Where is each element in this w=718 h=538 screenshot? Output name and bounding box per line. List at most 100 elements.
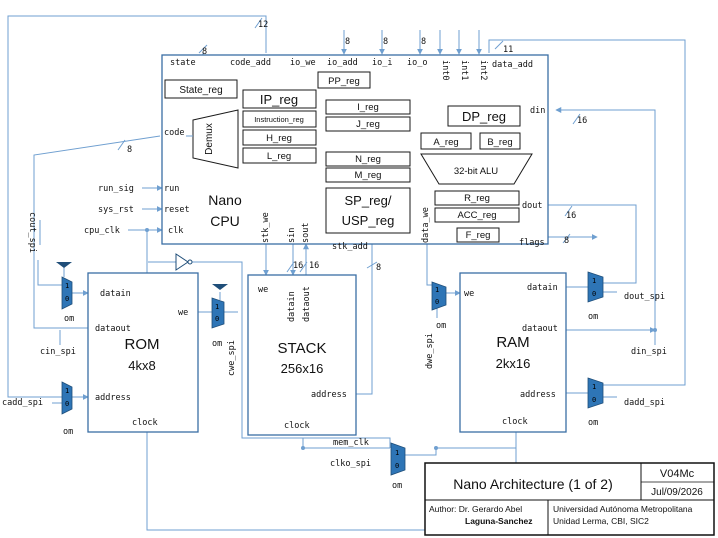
dp-reg: DP_reg [462,109,506,124]
stack-we: we [258,285,268,295]
mux-label-om: om [588,312,598,322]
mux-label-om: om [392,481,402,491]
port-run: run [164,184,179,194]
mux-label-zero: 0 [592,290,596,298]
stack-address: address [311,390,347,400]
rom-we: we [178,308,188,318]
port-stk-we: stk_we [261,212,271,243]
port-din: din [530,106,545,116]
port-int1: int1 [459,60,469,80]
mux-clock: 1 0 om [390,442,406,491]
width-din: 16 [577,116,587,126]
signal-din-spi: din_spi [631,347,667,357]
width-12: 12 [258,20,268,30]
port-code-add: code_add [230,58,271,68]
signal-cout-spi: cout_spi [27,212,37,253]
ram-clock: clock [502,417,528,427]
port-data-we: data_we [421,207,431,243]
width-code: 8 [127,145,132,155]
width-flags: 8 [564,236,569,246]
mux-ram-datain: 1 0 om [587,271,604,322]
n-reg: N_reg [355,154,381,165]
title-block: Nano Architecture (1 of 2) V04Mc Jul/09/… [424,462,715,536]
institution-line1: Universidad Autónoma Metropolitana [553,504,693,514]
width-dout: 16 [566,211,576,221]
h-reg: H_reg [266,133,292,144]
stack-dataout: dataout [302,286,312,322]
ram-block: we datain dataout address clock RAM 2kx1… [459,272,567,433]
port-io-add: io_add [327,58,358,68]
pp-reg: PP_reg [328,76,360,87]
ram-size: 2kx16 [496,356,531,371]
sp-reg-line2: USP_reg [342,213,395,228]
port-int2: int2 [478,60,488,80]
cpu-bottom-ports: stk_we sin sout stk_add data_we [261,207,431,252]
signal-dadd-spi: dadd_spi [624,398,665,408]
ram-dataout: dataout [522,324,558,334]
mux-label-om: om [212,339,222,349]
mux-ram-address: 1 0 om [587,377,604,428]
mux-label-one: 1 [65,282,69,290]
institution-line2: Unidad Lerma, CBI, SIC2 [553,516,649,526]
port-int0: int0 [440,60,450,80]
port-io-i: io_i [372,58,392,68]
b-reg: B_reg [487,137,512,148]
width-11: 11 [503,45,513,55]
rom-size: 4kx8 [128,358,155,373]
port-dout: dout [522,201,542,211]
mux-label-one: 1 [215,303,219,311]
date: Jul/09/2026 [651,487,703,498]
port-reset: reset [164,205,190,215]
port-code: code [164,128,184,138]
signal-run-sig: run_sig [98,184,134,194]
cpu-right-ports: din dout flags [519,106,545,248]
mux-label-om: om [588,418,598,428]
ram-address: address [520,390,556,400]
mux-ram-we: 1 0 om [431,281,447,331]
stack-name: STACK [278,340,327,357]
mux-label-zero: 0 [65,295,69,303]
mux-label-zero: 0 [435,298,439,306]
mux-rom-we: 1 0 om [211,284,228,349]
r-reg: R_reg [464,193,490,204]
mux-label-zero: 0 [592,396,596,404]
mux-label-zero: 0 [65,400,69,408]
rom-datain: datain [100,289,131,299]
width-sout: 16 [309,261,319,271]
mux-label-zero: 0 [395,462,399,470]
mux-label-zero: 0 [215,315,219,323]
signal-cin-spi: cin_spi [40,347,76,357]
i-reg: I_reg [357,102,379,113]
mux-label-one: 1 [592,277,596,285]
j-reg: J_reg [356,119,380,130]
clock-buffer [175,253,193,271]
cpu-registers: State_reg IP_reg Instruction_reg H_reg L… [164,71,533,243]
width-stk: 8 [376,263,381,273]
signal-cadd-spi: cadd_spi [2,398,43,408]
rom-block: datain we dataout address clock ROM 4kx8 [87,272,199,433]
author-name: Laguna-Sanchez [465,516,533,526]
sp-reg-line1: SP_reg/ [345,193,392,208]
mux-label-om: om [63,427,73,437]
rom-name: ROM [125,336,160,353]
mux-label-om: om [64,314,74,324]
cpu-title-2: CPU [210,213,240,229]
ram-we: we [464,289,474,299]
mux-label-one: 1 [435,286,439,294]
mux-label-one: 1 [592,383,596,391]
stack-datain: datain [287,291,297,322]
bus-width-labels: 12 8 8 8 8 11 16 8 16 8 16 16 8 [127,20,587,273]
m-reg: M_reg [355,170,382,181]
a-reg: A_reg [433,137,458,148]
rom-clock: clock [132,418,158,428]
signal-clko-spi: clko_spi [330,459,371,469]
stack-clock: clock [284,421,310,431]
port-state: state [170,58,196,68]
port-sout: sout [301,223,311,243]
instruction-reg: Instruction_reg [254,115,304,124]
author-label: Author: Dr. Gerardo Abel [429,504,522,514]
port-sin: sin [287,228,297,243]
mux-rom-address: 1 0 om [61,381,73,437]
demux: Demux [204,123,215,155]
